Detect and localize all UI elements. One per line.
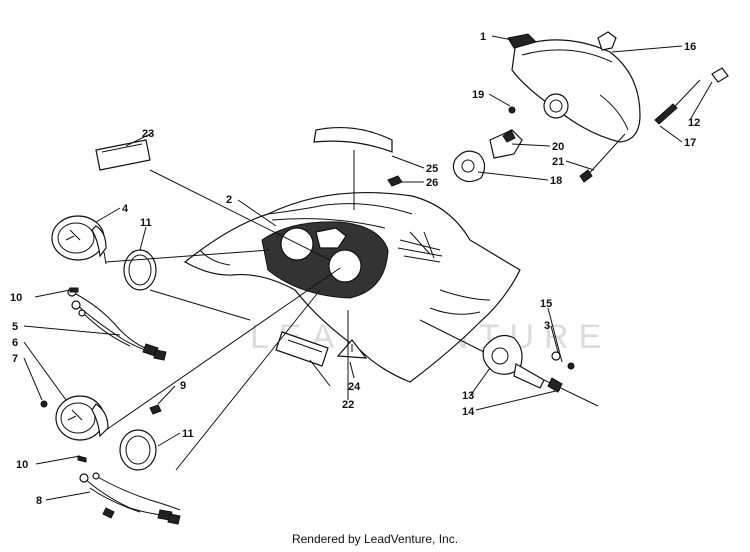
gauge-upper — [51, 215, 107, 265]
adjuster-screw — [654, 67, 729, 125]
gauge-ring-lower-inner — [125, 435, 151, 465]
callout-11a: 11 — [140, 217, 152, 229]
callout-9: 9 — [180, 380, 186, 392]
bulb-holder-upper — [69, 287, 79, 293]
key-switch — [482, 335, 599, 407]
bulb-holder-lower — [77, 455, 87, 463]
bulb-socket — [489, 93, 569, 159]
gauge-ring-upper-inner — [128, 254, 152, 286]
callout-3: 3 — [544, 320, 550, 332]
retaining-ring — [452, 150, 486, 183]
callout-25: 25 — [426, 163, 438, 175]
hood-console — [183, 191, 521, 383]
callout-10a: 10 — [10, 292, 22, 304]
trim-strip — [313, 126, 393, 153]
washer — [551, 351, 561, 361]
decal-23 — [95, 139, 151, 171]
gauge-lower — [55, 395, 109, 441]
lamp-socket — [40, 400, 48, 408]
callout-1: 1 — [480, 31, 486, 43]
callout-22: 22 — [342, 399, 354, 411]
callout-18: 18 — [550, 175, 562, 187]
callout-10b: 10 — [16, 459, 28, 471]
wire-harness-upper — [67, 287, 167, 361]
callout-21: 21 — [552, 156, 564, 168]
callout-6: 6 — [12, 337, 18, 349]
decal-22 — [275, 331, 329, 367]
callout-12: 12 — [688, 117, 700, 129]
callout-17: 17 — [684, 137, 696, 149]
nut — [567, 362, 575, 370]
decal-24 — [336, 339, 368, 359]
callout-19: 19 — [472, 89, 484, 101]
wire-harness-lower — [79, 472, 181, 525]
callout-13: 13 — [462, 390, 474, 402]
callout-5: 5 — [12, 321, 18, 333]
callout-26: 26 — [426, 177, 438, 189]
gauge-clip — [149, 404, 162, 415]
footer-credit: Rendered by LeadVenture, Inc. — [291, 532, 459, 546]
callout-15: 15 — [540, 298, 552, 310]
callout-7: 7 — [12, 353, 18, 365]
callout-2: 2 — [226, 194, 232, 206]
trim-clip — [387, 175, 403, 187]
callout-4: 4 — [122, 203, 129, 215]
callout-24: 24 — [348, 381, 361, 393]
mounting-bolt — [579, 133, 626, 183]
callout-20: 20 — [552, 141, 564, 153]
callout-11b: 11 — [182, 428, 194, 440]
headlight-housing — [507, 33, 641, 143]
leader-lines — [23, 35, 713, 501]
headlight-clip — [597, 31, 617, 51]
callout-8: 8 — [36, 495, 42, 507]
callout-14: 14 — [462, 406, 475, 418]
screw-small — [508, 106, 516, 114]
callout-23: 23 — [142, 128, 154, 140]
callout-16: 16 — [684, 41, 696, 53]
